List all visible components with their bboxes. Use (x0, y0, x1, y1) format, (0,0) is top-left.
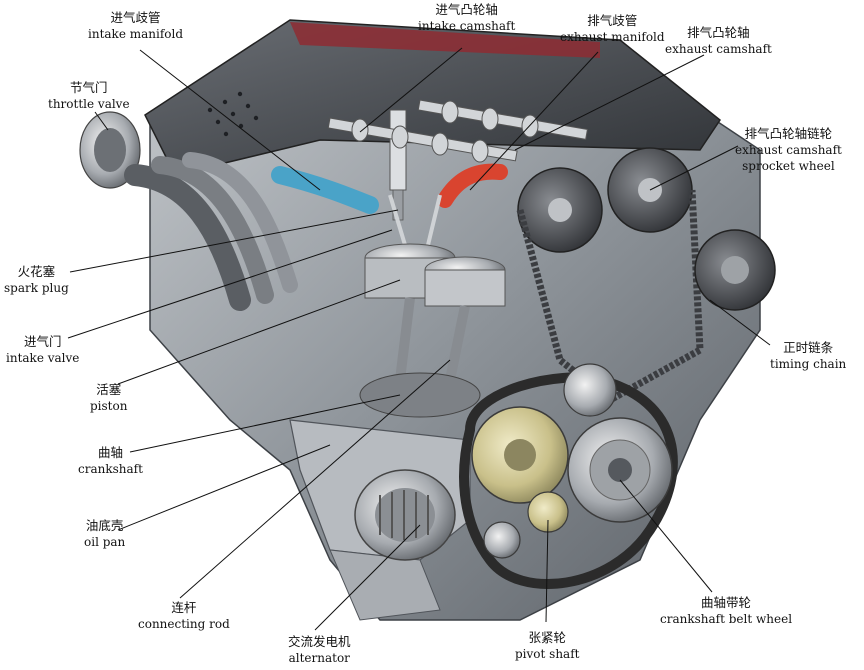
leader-sprocket-wheel (649, 145, 739, 191)
intake-manifold-runners (124, 152, 379, 311)
label-alternator: 交流发电机 alternator (288, 634, 351, 665)
leader-exhaust-camshaft (514, 54, 705, 151)
leader-intake-manifold (139, 49, 321, 191)
label-piston: 活塞 piston (90, 382, 128, 413)
label-exhaust-manifold: 排气歧管 exhaust manifold (560, 13, 665, 44)
label-connecting-rod: 连杆 connecting rod (138, 600, 230, 631)
leader-throttle-valve (94, 111, 109, 131)
leader-spark-plug (69, 209, 399, 273)
label-intake-valve: 进气门 intake valve (6, 334, 80, 365)
exhaust-runner (437, 163, 508, 208)
label-throttle-valve: 节气门 throttle valve (48, 80, 130, 111)
alternator-shape (354, 469, 456, 561)
accessory-drive (459, 363, 678, 589)
pistons-and-valves (359, 194, 506, 418)
label-crankshaft: 曲轴 crankshaft (78, 445, 143, 476)
leader-alternator (314, 524, 421, 631)
label-oil-pan: 油底壳 oil pan (84, 518, 126, 549)
label-crankshaft-belt-wheel: 曲轴带轮 crankshaft belt wheel (660, 595, 793, 626)
leader-pivot-shaft (545, 519, 549, 623)
label-timing-chain: 正时链条 timing chain (770, 340, 847, 371)
throttle-body (79, 111, 141, 189)
label-pivot-shaft: 张紧轮 pivot shaft (515, 630, 580, 661)
label-exhaust-camshaft: 排气凸轮轴 exhaust camshaft (665, 25, 772, 56)
leader-intake-valve (67, 229, 393, 339)
leader-crankshaft-belt-wheel (619, 479, 713, 593)
label-spark-plug: 火花塞 spark plug (4, 264, 69, 295)
leader-connecting-rod (179, 359, 451, 599)
leader-lines (67, 47, 771, 631)
leader-intake-camshaft (359, 47, 463, 133)
leader-piston (117, 279, 401, 385)
leader-timing-chain (709, 299, 771, 346)
leader-oil-pan (117, 444, 331, 531)
label-sprocket-wheel: 排气凸轮轴链轮 exhaust camshaft sprocket wheel (735, 126, 842, 173)
camshafts (327, 99, 588, 163)
leader-crankshaft (129, 394, 401, 453)
leader-exhaust-manifold (469, 51, 599, 191)
label-intake-manifold: 进气歧管 intake manifold (88, 10, 184, 41)
label-intake-camshaft: 进气凸轮轴 intake camshaft (418, 2, 516, 33)
